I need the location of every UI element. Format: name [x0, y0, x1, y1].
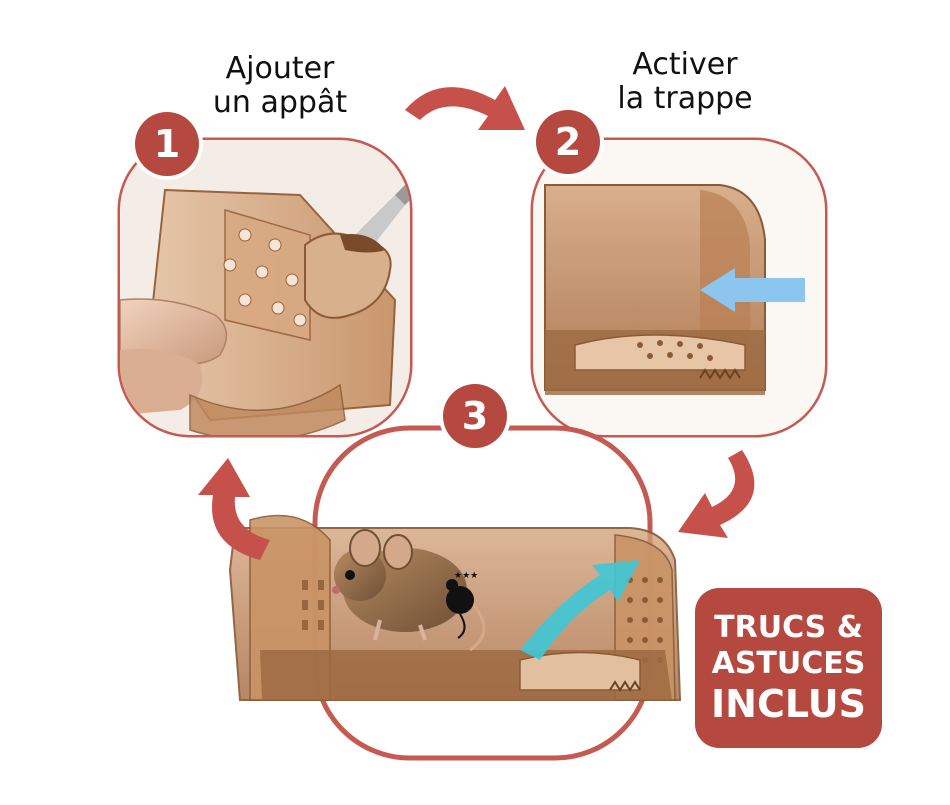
- mouse-logo: ★★★: [446, 571, 478, 639]
- step-2-badge: 2: [536, 110, 600, 174]
- step-2-caption-line2: la trappe: [617, 81, 753, 116]
- step-1-caption: Ajouter un appât: [195, 52, 365, 120]
- mouse: [332, 529, 486, 652]
- step-1-frame: [117, 137, 413, 438]
- step-1-caption-line1: Ajouter: [225, 51, 335, 86]
- arrow-1-to-2: [405, 86, 525, 130]
- tips-badge-line1: TRUCS &: [714, 610, 863, 645]
- tips-badge: TRUCS & ASTUCES INCLUS: [695, 588, 882, 748]
- step-2-caption: Activer la trappe: [600, 48, 770, 116]
- step-1-caption-line2: un appât: [212, 85, 348, 120]
- tips-badge-line2: ASTUCES: [711, 646, 866, 681]
- trap-door-photo: [533, 140, 825, 435]
- arrow-2-to-3: [678, 450, 755, 538]
- push-arrow: [700, 268, 805, 312]
- mouse-trap-illustration: ★★★: [228, 514, 682, 701]
- arrow-3-to-1: [198, 458, 270, 560]
- tips-badge-line3: INCLUS: [711, 682, 866, 726]
- step-3-badge: 3: [443, 384, 507, 448]
- door-arrow: [520, 560, 640, 660]
- step-2-frame: [530, 137, 828, 438]
- svg-text:★★★: ★★★: [454, 571, 478, 581]
- cycle-arrows: [198, 86, 755, 560]
- step-1-badge: 1: [135, 112, 199, 176]
- bait-photo: [120, 140, 410, 435]
- step-2-caption-line1: Activer: [632, 47, 738, 82]
